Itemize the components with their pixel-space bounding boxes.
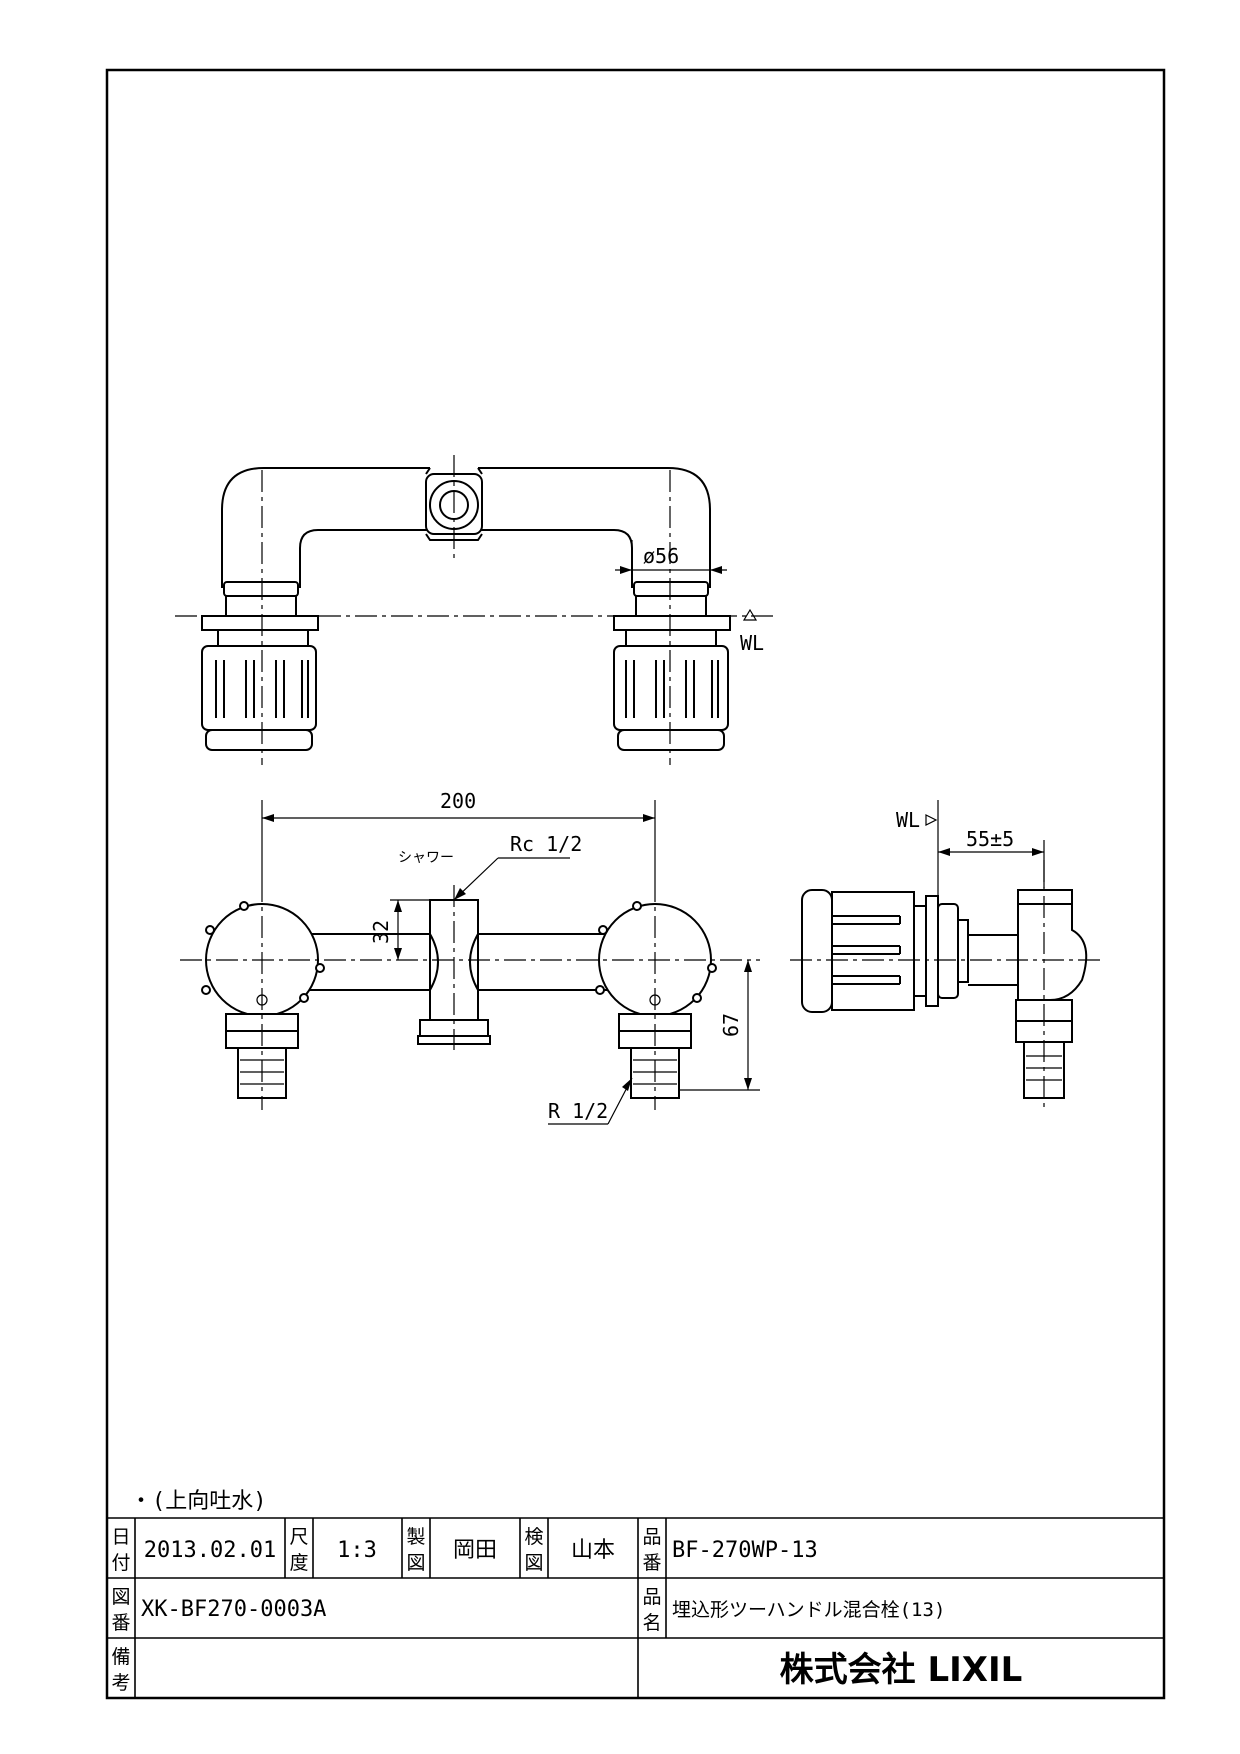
scale-value: 1:3	[337, 1538, 377, 1563]
title-block: 日 付 2013.02.01 尺 度 1:3 製 図 岡田 検 図 山本 品 番…	[107, 1517, 1164, 1698]
wl-label-side: WL	[896, 808, 920, 832]
drawn-by: 岡田	[453, 1538, 497, 1563]
product-name: 埋込形ツーハンドル混合栓(13)	[672, 1599, 945, 1621]
side-view: WL 55±5	[790, 800, 1100, 1110]
checked-by: 山本	[571, 1538, 615, 1563]
front-view: 200 Rc 1/2 シャワー 32 67 R 1/2	[180, 789, 760, 1125]
label-part-no-2: 番	[642, 1552, 661, 1574]
dim-200: 200	[440, 789, 476, 813]
label-date-2: 付	[111, 1552, 130, 1574]
label-remarks-2: 考	[111, 1672, 130, 1694]
label-r-half: R 1/2	[548, 1099, 608, 1123]
label-drawing-no-2: 番	[111, 1612, 130, 1634]
label-product-name-1: 品	[642, 1586, 661, 1608]
top-view: ø56 WL	[175, 455, 775, 765]
dim-67: 67	[719, 1013, 743, 1037]
label-part-no-1: 品	[642, 1526, 661, 1548]
label-scale-1: 尺	[289, 1526, 308, 1548]
label-product-name-2: 名	[642, 1612, 661, 1634]
company-logo: 株式会社 LIXIL	[780, 1650, 1023, 1690]
label-drawn-2: 図	[406, 1552, 425, 1574]
label-date-1: 日	[111, 1526, 130, 1548]
wl-label-top: WL	[740, 631, 764, 655]
label-shower: シャワー	[398, 850, 454, 866]
drawing-frame	[105, 68, 1166, 1700]
label-drawing-no-1: 図	[111, 1586, 130, 1608]
label-rc-half: Rc 1/2	[510, 832, 582, 856]
dim-diameter-56: ø56	[643, 544, 679, 568]
drawing-number: XK-BF270-0003A	[141, 1597, 326, 1622]
note-upward-spout: ・(上向吐水)	[130, 1489, 267, 1514]
label-drawn-1: 製	[406, 1526, 425, 1548]
date-value: 2013.02.01	[144, 1538, 276, 1563]
label-checked-2: 図	[524, 1552, 543, 1574]
part-number: BF-270WP-13	[672, 1538, 818, 1563]
label-checked-1: 検	[524, 1526, 543, 1548]
label-scale-2: 度	[289, 1552, 308, 1574]
label-remarks-1: 備	[111, 1646, 130, 1668]
dim-55-tolerance: 55±5	[966, 827, 1014, 851]
dim-32: 32	[369, 920, 393, 944]
